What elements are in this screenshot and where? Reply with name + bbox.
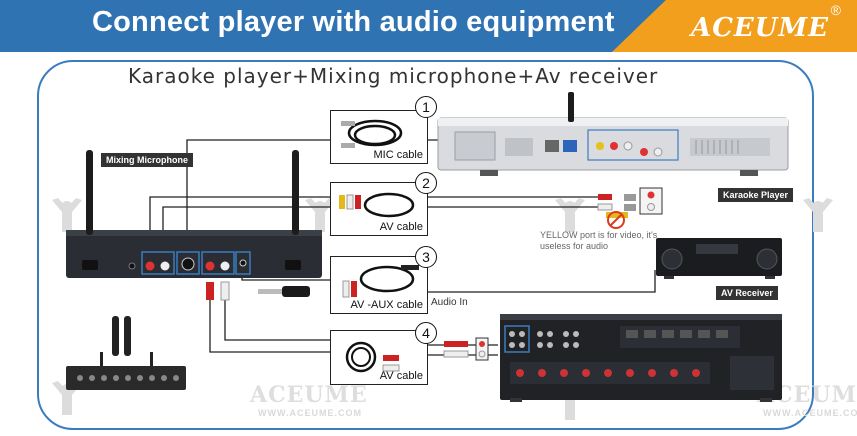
watermark-figure-icon xyxy=(555,198,585,232)
cable-box-1: MIC cable xyxy=(330,110,428,164)
av-cable-icon xyxy=(345,341,400,373)
watermark-url: WWW.ACEUME.COM xyxy=(258,408,362,418)
registered-mark: ® xyxy=(830,2,841,18)
mixing-microphone-unit xyxy=(66,150,322,278)
receiver-label: AV Receiver xyxy=(716,286,778,300)
player-label: Karaoke Player xyxy=(718,188,794,202)
watermark-figure-icon xyxy=(52,198,82,232)
step-number: 1 xyxy=(415,96,437,118)
cable-label: AV cable xyxy=(379,221,423,233)
karaoke-player-unit xyxy=(437,92,789,176)
diagram-subtitle: Karaoke player+Mixing microphone+Av rece… xyxy=(128,64,659,88)
mic-cable-icon xyxy=(341,119,403,148)
cable-label: AV cable xyxy=(379,370,423,382)
audio-in-label: Audio In xyxy=(431,297,468,308)
aux-plug xyxy=(258,286,310,297)
cable-box-2: AV cable xyxy=(330,182,428,236)
step-number: 3 xyxy=(415,246,437,268)
rca-plugs xyxy=(206,281,230,301)
cable-label: MIC cable xyxy=(373,149,423,161)
rca-plugs-player xyxy=(597,187,663,215)
page-title: Connect player with audio equipment xyxy=(92,6,615,38)
connection-wires xyxy=(149,139,656,356)
av-cable-icon xyxy=(339,192,415,218)
av-receiver-unit xyxy=(656,238,782,279)
mixer-label: Mixing Microphone xyxy=(101,153,193,167)
mixer-photo xyxy=(66,316,186,390)
diagram-frame xyxy=(37,60,814,430)
step-number: 2 xyxy=(415,172,437,194)
brand-logo: ACEUME xyxy=(691,13,829,43)
watermark-brand: ACEUME xyxy=(250,382,368,408)
step-number: 4 xyxy=(415,322,437,344)
watermark-url: WWW.ACEUME.COM xyxy=(763,408,857,418)
rca-plugs-receiver xyxy=(443,337,489,361)
no-entry-icon xyxy=(606,211,628,229)
cable-label: AV -AUX cable xyxy=(350,299,423,311)
av-aux-cable-icon xyxy=(342,265,419,298)
cable-box-4: AV cable xyxy=(330,330,428,385)
av-receiver-back-panel xyxy=(500,314,782,402)
cable-box-3: AV -AUX cable xyxy=(330,256,428,314)
watermark-figure-icon xyxy=(803,198,833,232)
yellow-port-note: YELLOW port is for video, it's useless f… xyxy=(540,230,658,251)
